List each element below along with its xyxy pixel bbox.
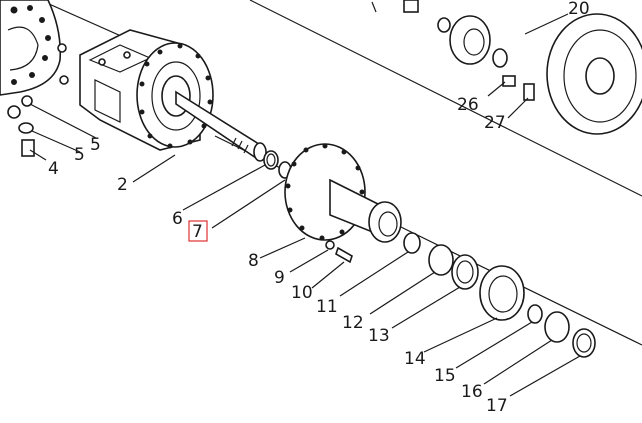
callout-7-highlight-box [188,220,208,242]
bolt-10 [335,246,353,264]
frame-line-sub [39,0,131,41]
ring-13 [451,254,479,290]
ring-12 [428,244,454,276]
axle-housing-main [79,29,214,151]
callout-7: 7 [192,222,203,242]
washer-9 [325,240,335,250]
ring-11 [403,232,421,254]
callout-13: 13 [368,326,390,346]
callout-9: 9 [274,268,285,288]
ring-17 [572,328,596,358]
callout-15: 15 [434,366,456,386]
callout-4: 4 [48,159,59,179]
callout-20: 20 [568,0,590,19]
callout-6: 6 [172,209,183,229]
callout-26: 26 [457,95,479,115]
plug-4 [21,139,35,157]
callout-5-lower: 5 [74,145,85,165]
washer-5 [18,122,34,134]
planetary-parts [371,0,642,135]
axle-shaft [175,90,267,162]
callout-2: 2 [117,175,128,195]
callout-11: 11 [316,297,338,317]
snap-ring-6 [263,150,279,170]
callout-14: 14 [404,349,426,369]
washer-5-top [21,95,33,107]
nut-16 [544,311,570,343]
callout-16: 16 [461,382,483,402]
callout-8: 8 [248,251,259,271]
callout-17: 17 [486,396,508,416]
callout-5-upper: 5 [90,135,101,155]
callout-12: 12 [342,313,364,333]
axle-housing-left [0,0,69,96]
frame-line-top [249,0,642,197]
wheel-hub [284,143,402,243]
callout-27: 27 [484,113,506,133]
callout-10: 10 [291,283,313,303]
ring-15 [527,304,543,324]
